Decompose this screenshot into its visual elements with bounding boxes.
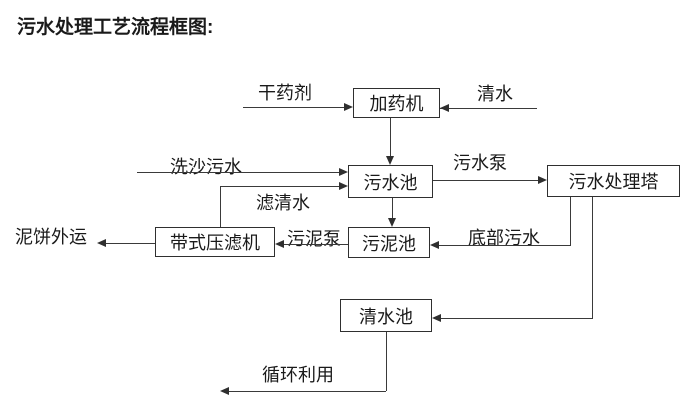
page-title: 污水处理工艺流程框图:	[17, 17, 214, 38]
edge-filtered-water-vline	[220, 186, 221, 227]
node-belt-filter-press: 带式压滤机	[155, 227, 275, 257]
flow-label-dry-chemical: 干药剂	[258, 83, 312, 103]
arrowhead-mud-cake-out	[97, 239, 106, 247]
arrowhead-dry-chemical	[344, 103, 353, 111]
node-clean-water-pool: 清水池	[340, 299, 432, 332]
arrowhead-filtered-water	[339, 182, 348, 190]
flow-label-sewage-pump: 污水泵	[453, 153, 507, 173]
flow-label-mud-cake-out: 泥饼外运	[15, 227, 87, 247]
node-sewage-pool: 污水池	[348, 165, 433, 198]
arrowhead-recycle-use	[220, 387, 229, 395]
flow-label-sand-washing-sewage: 洗沙污水	[170, 157, 242, 177]
edge-clean-water-in-line	[440, 108, 537, 109]
edge-dry-chemical-line	[243, 107, 344, 108]
edge-sewage-pump-line	[433, 180, 538, 181]
edge-sludge-pump-line	[284, 244, 348, 245]
node-clean-water-pool-label: 清水池	[359, 306, 413, 327]
edge-dosing-to-sewage-pool-line	[390, 118, 391, 156]
flow-label-bottom-sewage: 底部污水	[468, 228, 540, 248]
node-sewage-treatment-tower: 污水处理塔	[547, 165, 680, 197]
node-sludge-pool: 污泥池	[348, 227, 430, 258]
edge-tower-to-clean-pool-hline	[441, 318, 593, 319]
edge-bottom-sewage-vline	[570, 197, 571, 245]
node-sewage-pool-label: 污水池	[363, 172, 418, 193]
edge-filtered-water-hline	[220, 186, 339, 187]
node-sewage-treatment-tower-label: 污水处理塔	[568, 172, 659, 192]
arrowhead-dosing-to-pool	[386, 156, 394, 165]
edge-recycle-vline	[386, 332, 387, 391]
edge-sand-washing-line	[137, 172, 339, 173]
flow-label-filtered-water: 滤清水	[256, 193, 310, 213]
edge-sewage-to-sludge-line	[392, 198, 393, 218]
flow-label-sludge-pump: 污泥泵	[287, 229, 341, 249]
edge-mud-cake-out-line	[106, 243, 155, 244]
arrowhead-clean-water-in	[440, 104, 449, 112]
flow-label-clean-water-in: 清水	[477, 84, 513, 104]
node-belt-filter-press-label: 带式压滤机	[170, 233, 260, 253]
arrowhead-bottom-sewage	[430, 241, 439, 249]
arrowhead-sewage-to-sludge	[388, 218, 396, 227]
edge-tower-to-clean-pool-vline	[592, 197, 593, 318]
node-sludge-pool-label: 污泥池	[362, 233, 416, 254]
arrowhead-sand-washing	[339, 168, 348, 176]
edge-bottom-sewage-hline	[439, 245, 571, 246]
arrowhead-sludge-pump	[275, 240, 284, 248]
arrowhead-to-clean-pool	[432, 314, 441, 322]
arrowhead-sewage-pump	[538, 176, 547, 184]
flow-label-recycle-use: 循环利用	[262, 365, 334, 385]
node-dosing-machine-label: 加药机	[369, 94, 424, 114]
node-dosing-machine: 加药机	[353, 88, 440, 118]
edge-recycle-hline	[229, 391, 386, 392]
